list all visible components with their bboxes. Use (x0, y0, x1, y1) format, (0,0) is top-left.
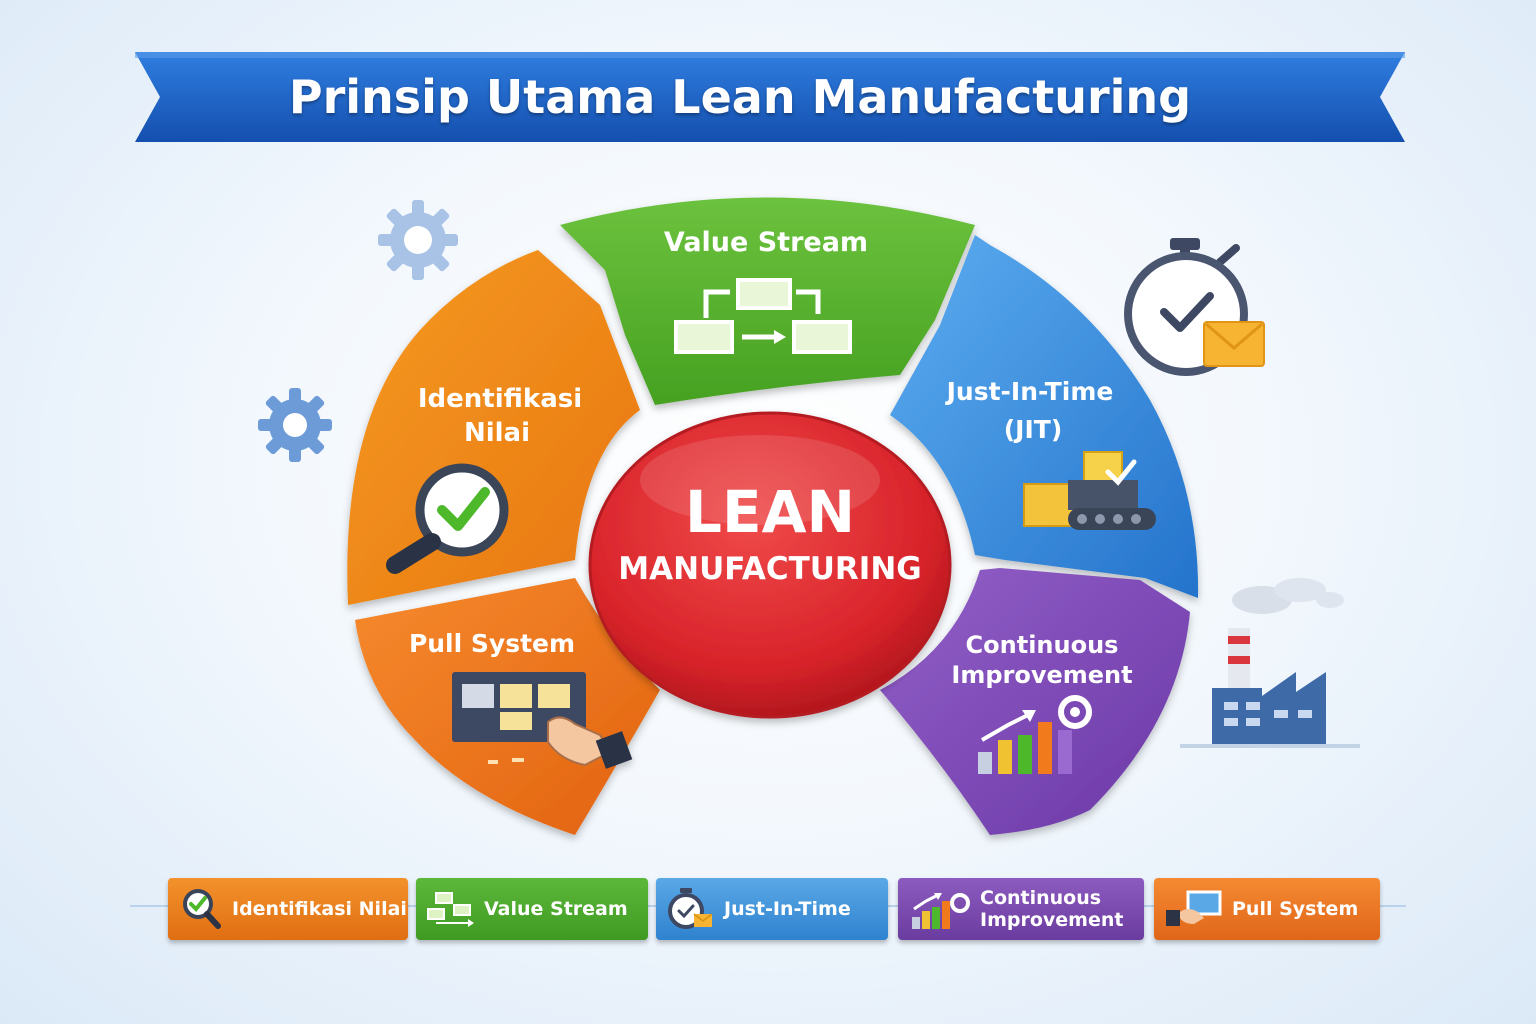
legend-label: Just-In-Time (724, 898, 851, 920)
legend-label-line2: Improvement (980, 909, 1124, 931)
gear-icon (378, 200, 458, 280)
factory-icon (1180, 578, 1360, 748)
stopwatch-mail-icon (1124, 238, 1265, 376)
legend-button-value-stream[interactable]: Value Stream (416, 878, 648, 940)
title-banner (135, 52, 1405, 142)
center-circle[interactable]: LEAN MANUFACTURING (588, 411, 952, 719)
gear-icon (258, 388, 332, 462)
legend-label: Identifikasi Nilai (232, 898, 407, 920)
jit-label-1: Just-In-Time (945, 377, 1114, 406)
legend-button-identifikasi-nilai[interactable]: Identifikasi Nilai (168, 878, 408, 940)
page-title: Prinsip Utama Lean Manufacturing (288, 70, 1192, 124)
jit-label-2: (JIT) (1004, 415, 1063, 444)
lean-diagram: Identifikasi Nilai Value Stream Just-In-… (258, 197, 1360, 835)
legend-label: Pull System (1232, 898, 1359, 920)
center-title-line1: LEAN (685, 478, 855, 546)
center-title-line2: MANUFACTURING (618, 551, 921, 587)
flow-boxes-icon (427, 892, 474, 927)
magnifier-check-icon (183, 889, 221, 929)
continuous-label-2: Improvement (951, 661, 1132, 689)
legend-label-line1: Continuous (980, 887, 1102, 909)
continuous-label-1: Continuous (966, 631, 1119, 659)
stopwatch-icon (668, 888, 713, 929)
flow-boxes-icon (674, 278, 852, 354)
segment-pull-system[interactable]: Pull System (355, 578, 660, 835)
magnifier-check-icon (386, 463, 509, 574)
legend-button-just-in-time[interactable]: Just-In-Time (656, 878, 888, 940)
segment-just-in-time[interactable]: Just-In-Time (JIT) (890, 235, 1199, 598)
identifikasi-label-2: Nilai (464, 418, 530, 448)
legend-button-pull-system[interactable]: Pull System (1154, 878, 1380, 940)
conveyor-boxes-icon (1023, 451, 1156, 530)
legend-label-multiline: Continuous Improvement (980, 887, 1123, 931)
segment-value-stream[interactable]: Value Stream (560, 197, 975, 406)
pull-system-label: Pull System (409, 629, 575, 658)
hand-board-icon (452, 672, 633, 769)
bar-chart-gear-icon (912, 893, 970, 929)
legend-button-continuous-improvement[interactable]: Continuous Improvement (898, 878, 1144, 940)
legend-label: Value Stream (484, 898, 628, 920)
segment-continuous-improvement[interactable]: Continuous Improvement (880, 568, 1190, 835)
value-stream-label: Value Stream (664, 227, 868, 258)
segment-identifikasi-nilai[interactable]: Identifikasi Nilai (347, 250, 640, 605)
identifikasi-label-1: Identifikasi (418, 384, 582, 414)
hand-board-icon (1166, 890, 1222, 926)
bar-chart-gear-icon (978, 695, 1092, 774)
